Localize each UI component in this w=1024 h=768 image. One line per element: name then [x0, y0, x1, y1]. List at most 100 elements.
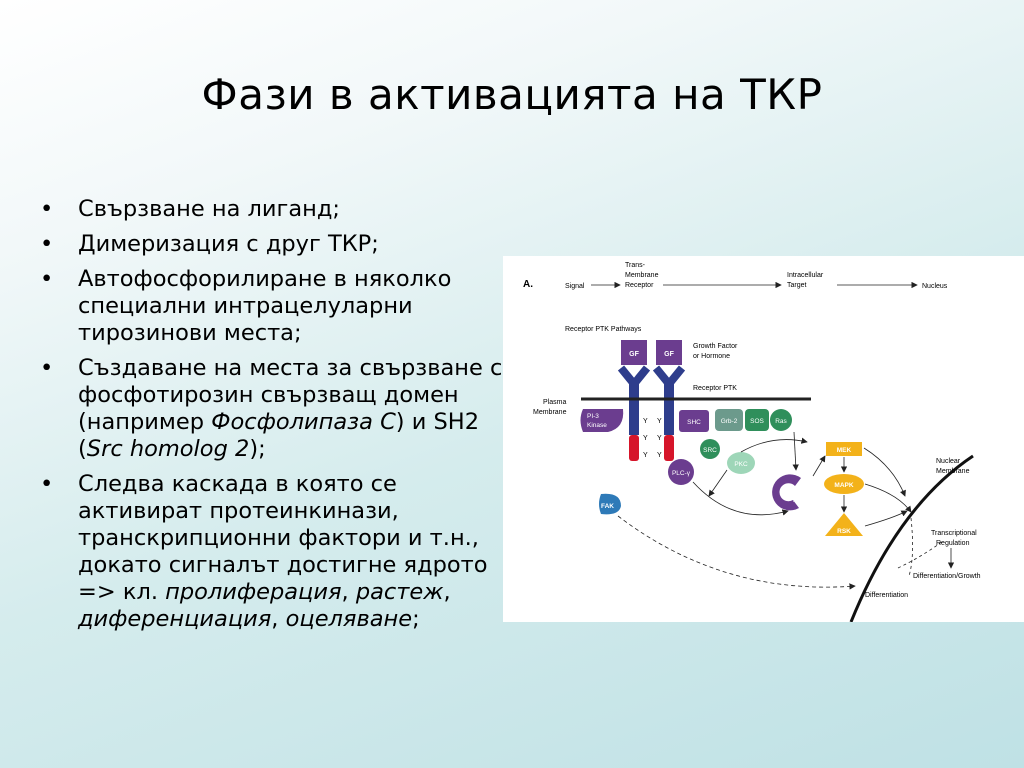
grb2-label: Grb-2	[721, 418, 738, 425]
receptor-ptk-label: Receptor PTK	[693, 385, 737, 392]
flow-receptor-label: Receptor	[625, 282, 654, 289]
pathway-arrow	[708, 469, 728, 497]
ras-shape	[770, 409, 792, 431]
pathway-arrow	[812, 455, 826, 477]
bullet-text: Свързване на лиганд;	[78, 196, 340, 222]
bullet-item: Автофосфорилиране в няколко специални ин…	[38, 266, 508, 347]
bullet-text: ) и SH2 (	[78, 409, 480, 462]
growth-factor-box	[621, 340, 647, 365]
growth-factor-box	[656, 340, 682, 365]
pathway-arrow	[863, 447, 906, 497]
tyrosine-label: Y	[643, 418, 648, 425]
pathway-arrow	[864, 483, 912, 513]
tyrosine-label: Y	[657, 418, 662, 425]
grb2-shape	[715, 409, 743, 431]
flow-receptor-label: Membrane	[625, 272, 659, 279]
tyrosine-label: Y	[643, 452, 648, 459]
rsk-shape	[825, 513, 863, 536]
pathway-arrow	[864, 510, 908, 527]
bullet-italic-text: пролиферация	[165, 579, 342, 605]
raf-label: Raf	[793, 498, 803, 504]
mek-shape	[826, 442, 862, 456]
fak-shape	[599, 493, 621, 515]
src-label: SRC	[703, 447, 717, 454]
flow-receptor-label: Trans-	[625, 262, 646, 269]
panel-label: A.	[523, 279, 533, 290]
src-shape	[700, 439, 720, 459]
dashed-arrow	[908, 517, 913, 577]
gf-label: GF	[629, 351, 639, 358]
slide-title: Фази в активацията на ТКР	[201, 70, 823, 119]
plasma-membrane-label: Membrane	[533, 409, 567, 416]
dashed-arrow	[897, 540, 944, 569]
bullet-list: Свързване на лиганд; Димеризация с друг …	[38, 196, 508, 641]
mek-label: MEK	[837, 447, 852, 454]
pathway-arrow	[740, 437, 808, 453]
bullet-text: Следва каскада в която се активират прот…	[78, 471, 488, 605]
transcriptional-label: Regulation	[936, 540, 970, 547]
shc-shape	[679, 410, 709, 432]
nuclear-membrane-label: Membrane	[936, 468, 970, 475]
pi3-kinase-label: PI-3	[587, 413, 599, 420]
diff-growth-label: Differentiation/Growth	[913, 573, 981, 580]
bullet-text: ,	[443, 579, 451, 605]
growth-factor-label: Growth Factor	[693, 343, 738, 350]
bullet-italic-text: Src homolog 2	[86, 436, 250, 462]
plasma-membrane-label: Plasma	[543, 399, 566, 406]
bullet-item: Димеризация с друг ТКР;	[38, 231, 508, 258]
receptor-stalk	[664, 383, 674, 435]
tyrosine-label: Y	[643, 435, 648, 442]
bullet-italic-text: Фосфолипаза С	[211, 409, 396, 435]
receptor-kinase-domain	[664, 435, 674, 461]
bullet-italic-text: растеж	[355, 579, 444, 605]
flow-nucleus-label: Nucleus	[922, 283, 948, 290]
bullet-item: Свързване на лиганд;	[38, 196, 508, 223]
bullet-text: );	[249, 436, 266, 462]
bullet-italic-text: оцеляване	[285, 606, 413, 632]
rtk-pathway-diagram: A. Signal Trans- Membrane Receptor Intra…	[503, 256, 1024, 622]
nuclear-membrane-curve	[849, 454, 974, 622]
fak-label: FAK	[601, 503, 614, 510]
raf-shape	[772, 474, 801, 511]
fak-dashed-arrow	[617, 515, 856, 590]
mapk-label: MAPK	[834, 482, 853, 489]
bullet-text: Димеризация с друг ТКР;	[78, 231, 379, 257]
bullet-text: Автофосфорилиране в няколко специални ин…	[78, 266, 452, 346]
receptor-ligand-binding-domain	[617, 365, 651, 388]
receptor-ligand-binding-domain	[652, 365, 686, 388]
plc-gamma-label: PLC-γ	[672, 470, 691, 477]
tyrosine-label: Y	[657, 435, 662, 442]
tyrosine-label: Y	[657, 452, 662, 459]
receptor-stalk	[629, 383, 639, 435]
bullet-italic-text: диференциация	[78, 606, 272, 632]
pathway-arrow	[692, 481, 789, 516]
pathways-heading: Receptor PTK Pathways	[565, 326, 642, 333]
nuclear-membrane-label: Nuclear	[936, 458, 961, 465]
pkc-shape	[727, 452, 755, 474]
ras-label: Ras	[775, 418, 787, 425]
transcriptional-label: Transcriptional	[931, 530, 977, 537]
bullet-text: ;	[412, 606, 420, 632]
flow-target-label: Target	[787, 282, 807, 289]
pi3-kinase-shape	[580, 409, 624, 432]
bullet-item: Създаване на места за свързване с фосфот…	[38, 355, 508, 463]
bullet-text: Създаване на места за свързване с фосфот…	[78, 355, 503, 435]
gf-label: GF	[664, 351, 674, 358]
pkc-label: PKC	[734, 461, 748, 468]
sos-label: SOS	[750, 418, 764, 425]
bullet-item: Следва каскада в която се активират прот…	[38, 471, 508, 633]
flow-signal-label: Signal	[565, 283, 585, 290]
sos-shape	[745, 409, 769, 431]
bullet-text: ,	[341, 579, 356, 605]
growth-factor-label: or Hormone	[693, 353, 730, 360]
receptor-kinase-domain	[629, 435, 639, 461]
flow-target-label: Intracellular	[787, 272, 824, 279]
pi3-kinase-label: Kinase	[587, 422, 607, 429]
mapk-shape	[824, 474, 864, 494]
rtk-pathway-svg: A. Signal Trans- Membrane Receptor Intra…	[523, 262, 981, 622]
plc-gamma-shape	[668, 459, 694, 485]
shc-label: SHC	[687, 419, 701, 426]
differentiation-label: Differentiation	[865, 592, 908, 599]
pathway-arrow	[792, 431, 799, 471]
bullet-text: ,	[271, 606, 286, 632]
